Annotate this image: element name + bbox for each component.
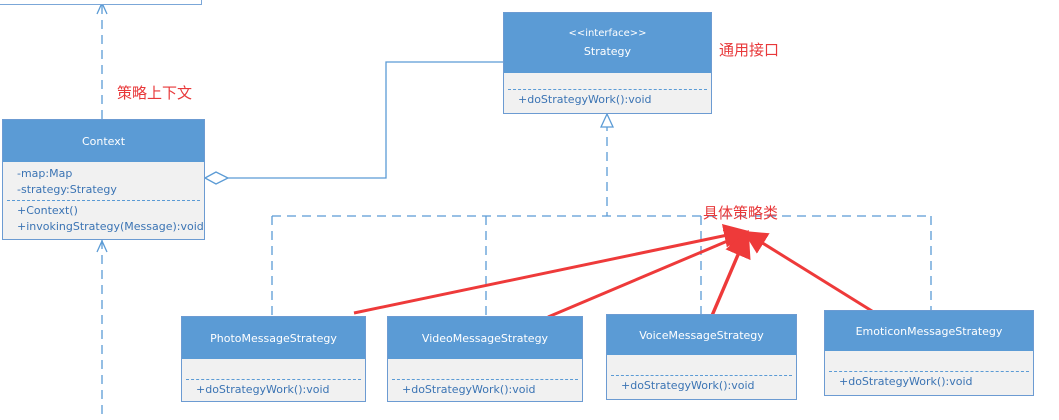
section-divider [392,379,578,380]
interface-method: +doStrategyWork():void [518,93,652,106]
context-method: +Context() [17,204,78,217]
section-divider [508,89,707,90]
video-message-strategy[interactable]: VideoMessageStrategy +doStrategyWork():v… [387,316,583,402]
section-divider [829,371,1029,372]
context-method: +invokingStrategy(Message):void [17,220,204,233]
context-header: Context [3,120,204,162]
red-arrow-video [547,229,750,319]
context-attribute: -strategy:Strategy [17,183,117,196]
partial-class-box [0,0,202,5]
realization-arrowhead [599,112,615,128]
context-bottom-arrowhead [96,239,108,253]
photo-name: PhotoMessageStrategy [210,331,337,345]
context-attribute: -map:Map [17,167,73,180]
context-annotation: 策略上下文 [117,84,193,102]
voice-method: +doStrategyWork():void [621,379,755,392]
section-divider [186,379,361,380]
context-class[interactable]: Context -map:Map -strategy:Strategy +Con… [2,119,205,240]
video-header: VideoMessageStrategy [388,317,582,359]
video-method: +doStrategyWork():void [402,383,536,396]
aggregation-line [228,61,503,179]
video-name: VideoMessageStrategy [421,331,549,345]
voice-message-strategy[interactable]: VoiceMessageStrategy +doStrategyWork():v… [606,314,797,400]
emoticon-name: EmoticonMessageStrategy [855,324,1003,338]
interface-name: Strategy [583,45,632,58]
concrete-annotation: 具体策略类 [703,204,779,222]
red-arrow-photo [353,223,748,315]
voice-name: VoiceMessageStrategy [639,328,764,342]
interface-stereotype: <<interface>> [568,28,647,39]
strategy-header: <<interface>> Strategy [504,13,711,73]
interface-annotation: 通用接口 [719,41,780,59]
red-arrow-emoticon [742,230,881,318]
photo-method: +doStrategyWork():void [196,383,330,396]
section-divider [7,200,200,201]
emoticon-message-strategy[interactable]: EmoticonMessageStrategy +doStrategyWork(… [824,310,1034,396]
section-divider [611,375,792,376]
aggregation-diamond [203,171,230,185]
voice-header: VoiceMessageStrategy [607,315,796,355]
emoticon-header: EmoticonMessageStrategy [825,311,1033,351]
emoticon-method: +doStrategyWork():void [839,375,973,388]
strategy-interface[interactable]: <<interface>> Strategy +doStrategyWork()… [503,12,712,114]
context-name: Context [81,134,126,148]
photo-message-strategy[interactable]: PhotoMessageStrategy +doStrategyWork():v… [181,316,366,402]
photo-header: PhotoMessageStrategy [182,317,365,359]
